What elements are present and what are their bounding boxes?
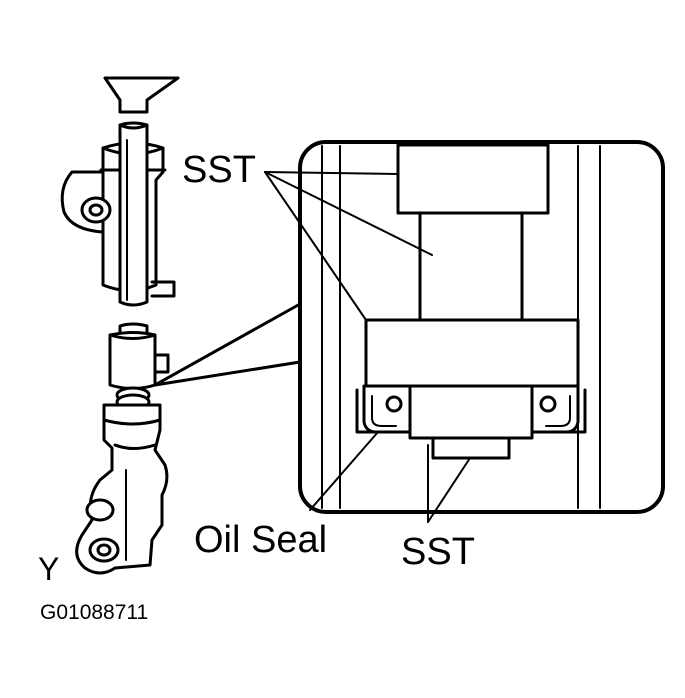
detail-view [300,142,663,512]
funnel-tool [105,78,178,112]
label-leaders [265,172,470,522]
rack-housing [77,324,168,573]
detail-callout-wedge [155,304,300,385]
sst-top-label: SST [182,149,256,191]
sst-bottom-label: SST [401,531,475,573]
view-letter-label: Y [38,551,60,587]
oil-seal-label: Oil Seal [194,519,328,561]
upper-sst-sleeve [62,123,174,305]
figure-code-label: G01088711 [40,601,149,624]
